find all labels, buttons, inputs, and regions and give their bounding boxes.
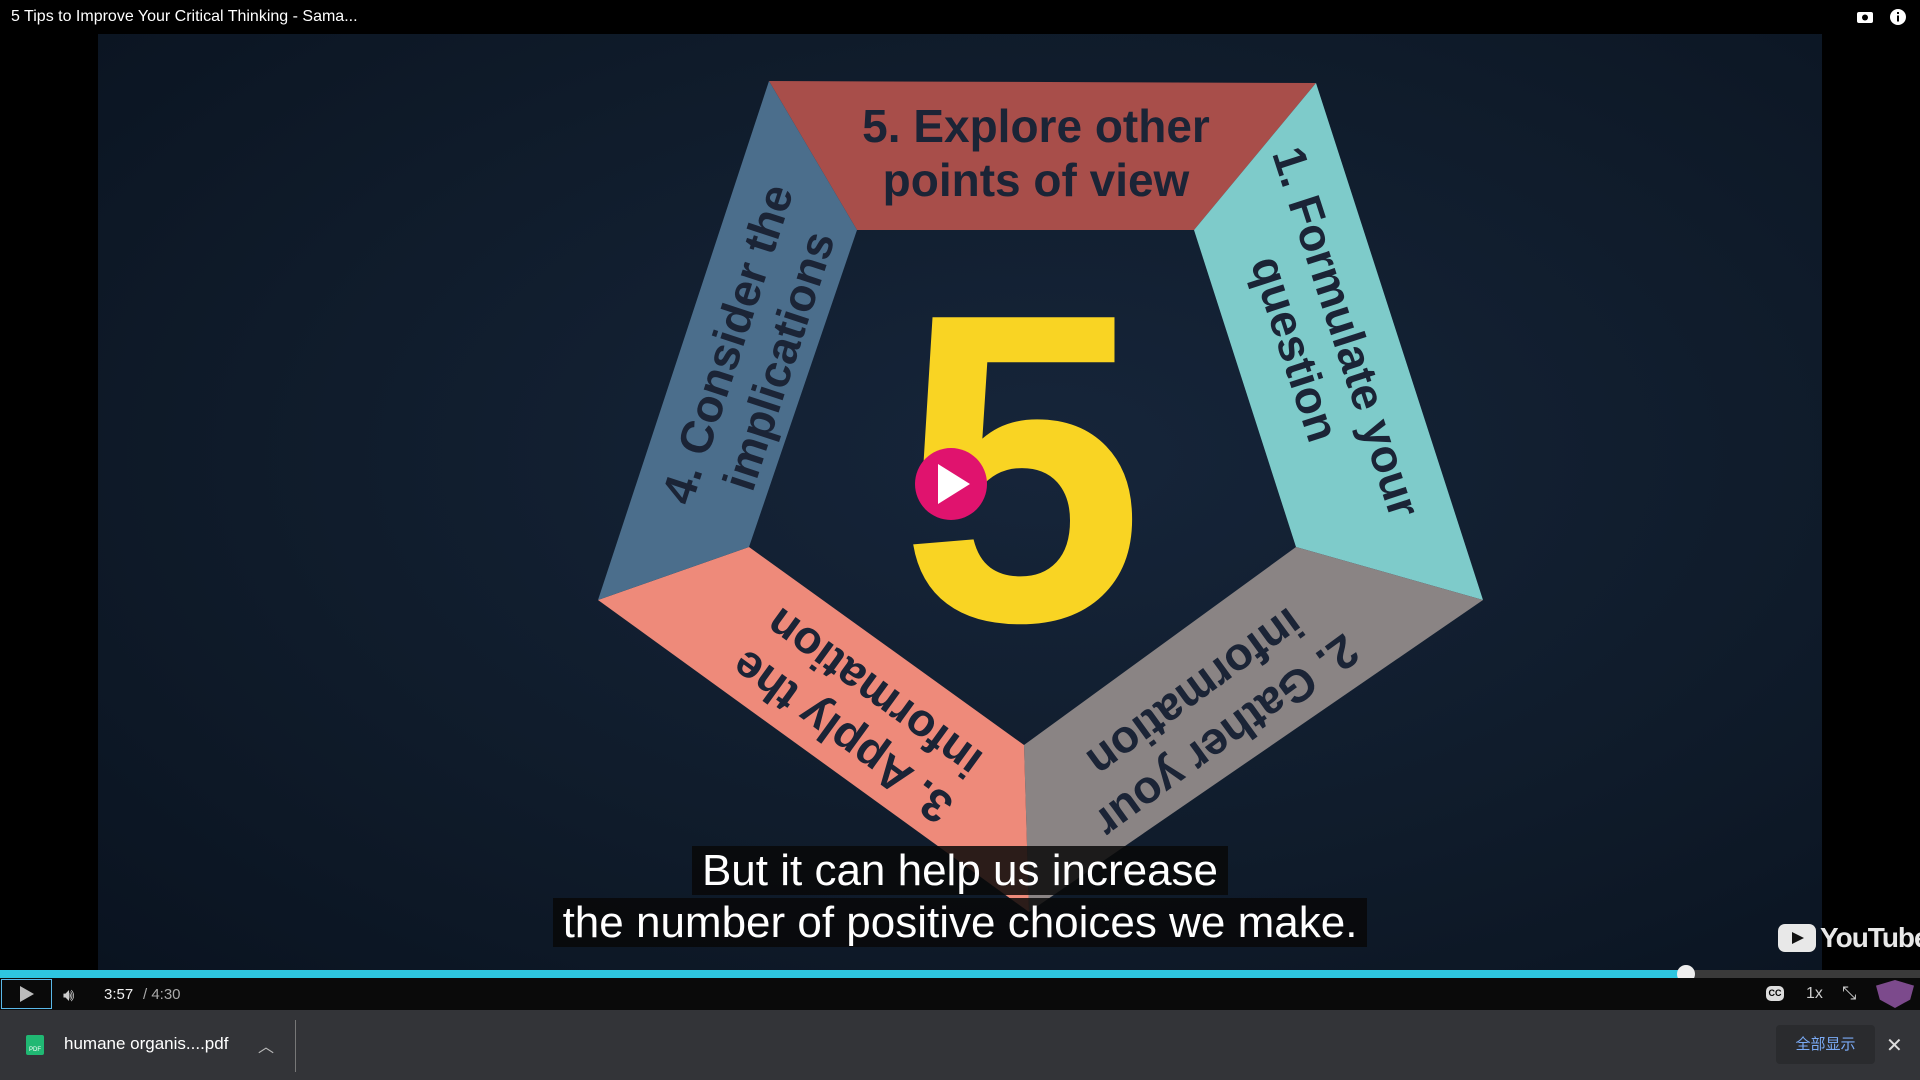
segment-bottom-right	[1024, 547, 1483, 912]
chevron-up-icon[interactable]: ︿	[258, 1039, 275, 1056]
download-file-name[interactable]: humane organis....pdf	[64, 1034, 229, 1053]
segment-right	[1194, 83, 1483, 600]
duration: / 4:30	[143, 986, 181, 1003]
segment-label: points of view	[883, 154, 1190, 206]
divider	[295, 1020, 296, 1072]
segment-label: 5. Explore other	[862, 100, 1210, 152]
exit-fullscreen-icon[interactable]: ⤡	[1842, 983, 1857, 1003]
subtitle-line-1: But it can help us increase	[0, 846, 1920, 896]
youtube-wordmark: YouTube	[1820, 922, 1920, 953]
watch-later-icon[interactable]	[1856, 8, 1874, 26]
volume-icon[interactable]: 🔊︎	[63, 985, 75, 1005]
title-bar: 5 Tips to Improve Your Critical Thinking…	[0, 0, 1920, 34]
play-overlay-button[interactable]	[915, 448, 987, 520]
play-icon	[938, 464, 970, 504]
show-all-button[interactable]: 全部显示	[1776, 1025, 1875, 1064]
segment-top	[769, 81, 1316, 230]
player-controls: 🔊︎ 3:57 / 4:30 CC 1x ⤡	[0, 978, 1920, 1010]
youtube-play-icon	[1778, 924, 1816, 952]
video-title: 5 Tips to Improve Your Critical Thinking…	[11, 8, 358, 25]
pdf-file-icon: PDF	[26, 1035, 44, 1055]
info-icon[interactable]	[1889, 8, 1907, 26]
youtube-logo[interactable]: YouTube	[1778, 922, 1920, 954]
download-bar	[0, 1010, 1920, 1080]
speed-button[interactable]: 1x	[1806, 985, 1823, 1002]
captions-icon[interactable]: CC	[1766, 986, 1784, 1001]
progress-fill	[0, 970, 1686, 978]
channel-badge-icon[interactable]	[1876, 980, 1914, 1008]
progress-bar[interactable]	[0, 965, 1920, 983]
play-button[interactable]	[1, 979, 52, 1009]
current-time: 3:57	[104, 986, 134, 1003]
close-icon[interactable]: ✕	[1886, 1035, 1903, 1057]
segment-left	[598, 81, 857, 600]
subtitle-line-2: the number of positive choices we make.	[0, 898, 1920, 948]
segment-bottom-left	[598, 547, 1029, 912]
